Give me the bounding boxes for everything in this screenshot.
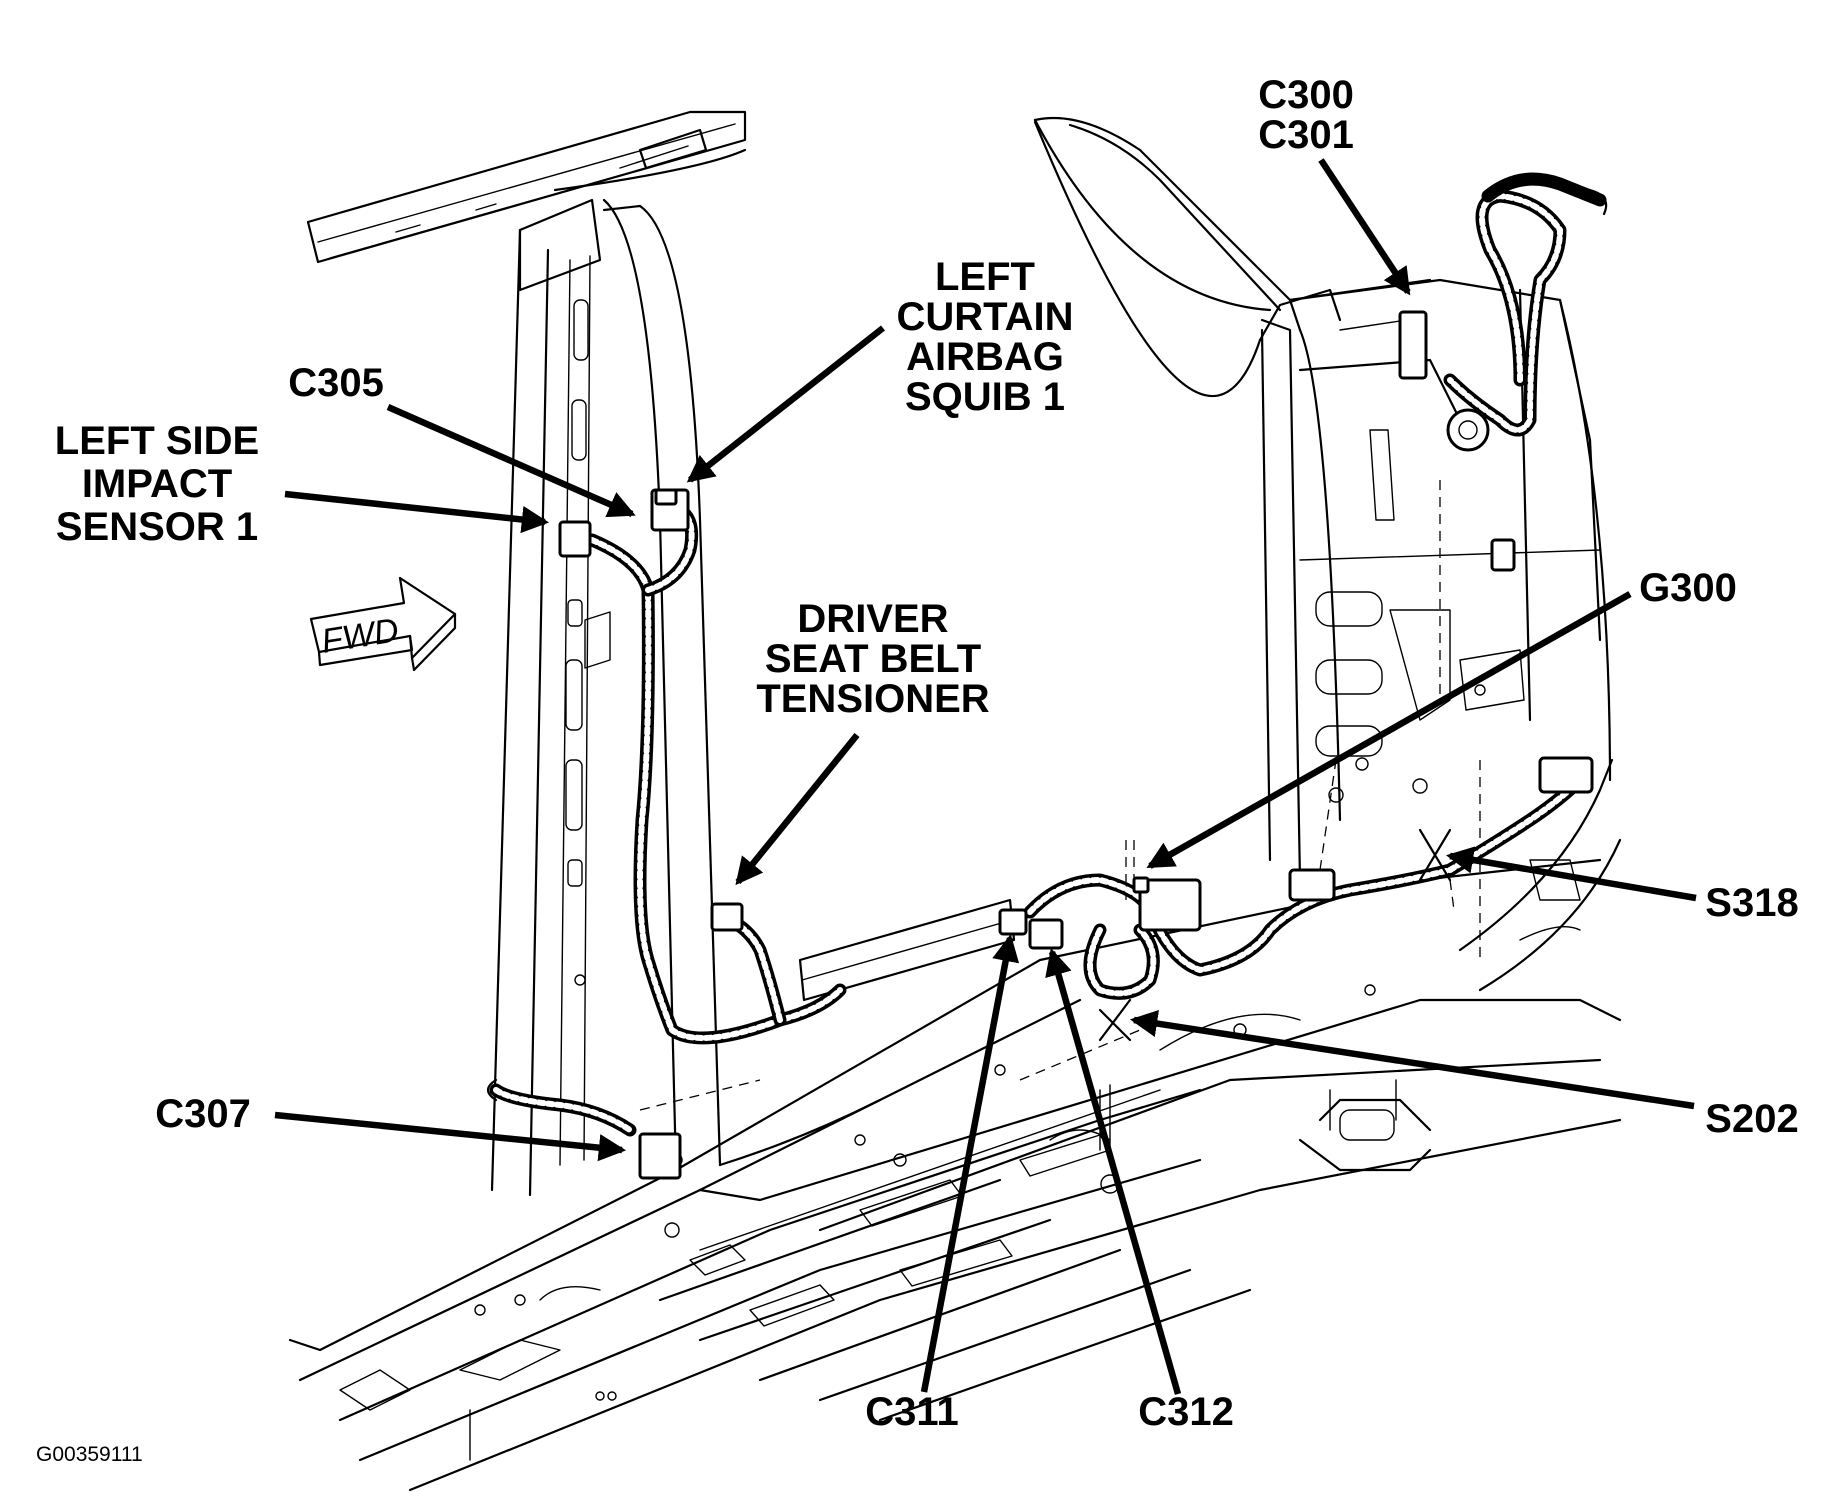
arrow-c312 (1045, 948, 1182, 1395)
vehicle-body-outline (288, 110, 1622, 1492)
connectors (558, 310, 1594, 1180)
arrow-g300 (1146, 591, 1632, 869)
label-c311: C311 (865, 1390, 958, 1434)
arrow-c305 (386, 404, 636, 518)
c300-c301-connector (1398, 310, 1428, 380)
label-left-curtain-line2: CURTAIN (896, 295, 1073, 339)
label-left-side-impact-line3: SENSOR 1 (56, 505, 258, 549)
label-s318: S318 (1705, 881, 1798, 925)
c311-connector (998, 908, 1028, 936)
seat-belt-tensioner-connector (710, 902, 744, 932)
arrow-c311 (920, 933, 1020, 1393)
forward-arrow: FWD (309, 576, 457, 672)
figure-id: G00359111 (36, 1443, 143, 1466)
label-s202: S202 (1705, 1097, 1798, 1141)
grommet (1446, 408, 1490, 452)
label-left-side-impact-line1: LEFT SIDE (55, 419, 259, 463)
arrow-s318 (1445, 846, 1697, 902)
s202-splice (1098, 998, 1132, 1042)
label-c305: C305 (288, 361, 384, 405)
c305-connector (558, 520, 592, 558)
arrow-c307 (274, 1111, 627, 1162)
label-c300: C300 (1258, 73, 1354, 117)
wire-harness (486, 172, 1608, 1137)
arrow-seat-belt (735, 732, 860, 886)
label-driver-seat-belt-line1: DRIVER (797, 597, 948, 641)
label-c312: C312 (1138, 1390, 1234, 1434)
s318-splice (1418, 828, 1452, 882)
label-c307: C307 (155, 1092, 251, 1136)
large-module-connector (1138, 878, 1202, 932)
arrow-left-curtain (686, 325, 886, 483)
label-left-side-impact-line2: IMPACT (82, 462, 232, 506)
g300-ground (1132, 876, 1150, 894)
label-left-curtain-line3: AIRBAG (906, 335, 1064, 379)
label-g300: G300 (1639, 566, 1737, 610)
rear-connector (1538, 756, 1594, 794)
arrow-left-side-impact (284, 490, 550, 534)
leader-arrows (274, 158, 1697, 1395)
c312-connector (1028, 918, 1064, 950)
c307-connector (638, 1132, 682, 1180)
label-c301: C301 (1258, 113, 1354, 157)
arrow-s202 (1129, 1010, 1695, 1110)
arrow-c300 (1318, 158, 1411, 296)
callout-labels: C300 C301 LEFT CURTAIN AIRBAG SQUIB 1 C3… (36, 73, 1799, 1466)
label-left-curtain-line1: LEFT (935, 255, 1035, 299)
label-left-curtain-line4: SQUIB 1 (905, 375, 1065, 419)
mid-connector (1288, 868, 1336, 902)
label-driver-seat-belt-line2: SEAT BELT (765, 637, 981, 681)
label-driver-seat-belt-line3: TENSIONER (756, 677, 989, 721)
